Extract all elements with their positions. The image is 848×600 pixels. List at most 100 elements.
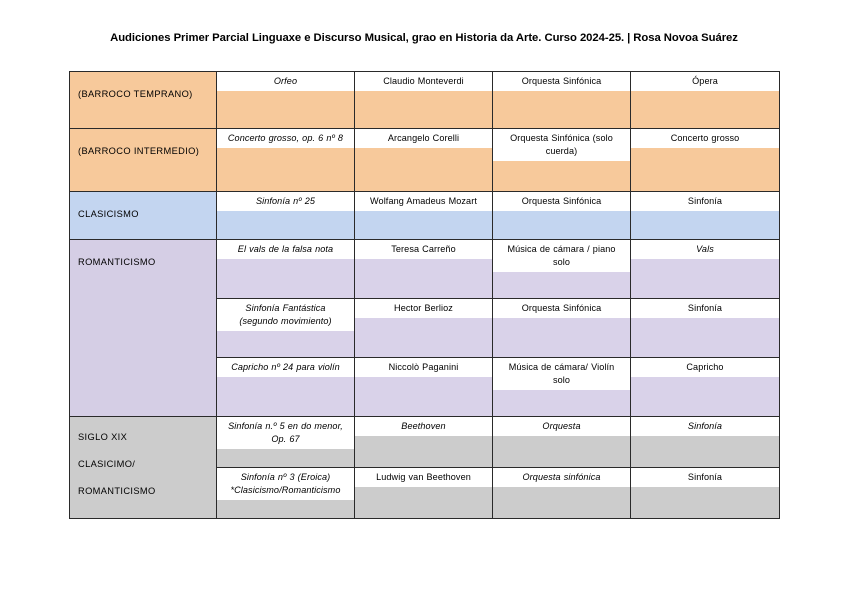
form-cell: Sinfonía	[630, 298, 780, 358]
audiciones-table: (BARROCO TEMPRANO) Orfeo Claudio Monteve…	[69, 71, 780, 519]
form-cell: Vals	[630, 239, 780, 299]
table-row: Sinfonía Fantástica(segundo movimiento) …	[70, 298, 780, 358]
ensemble-cell: Orquesta Sinfónica	[492, 71, 631, 129]
period-label: SIGLO XIX CLASICIMO/ ROMANTICISMO	[70, 417, 216, 496]
author-name: Ludwig van Beethoven	[355, 468, 492, 488]
ensemble-line-2: solo	[552, 375, 571, 386]
ensemble-cell: Música de cámara/ Violín solo	[492, 357, 631, 417]
form-cell: Capricho	[630, 357, 780, 417]
form-cell: Ópera	[630, 71, 780, 129]
work-line-1: Sinfonía n.º 5 en do menor,	[228, 421, 343, 431]
work-cell: El vals de la falsa nota	[216, 239, 355, 299]
table-row: (BARROCO TEMPRANO) Orfeo Claudio Monteve…	[69, 71, 780, 129]
period-cell-barroco-temprano: (BARROCO TEMPRANO)	[69, 71, 217, 129]
author-cell: Niccolò Paganini	[354, 357, 493, 417]
work-title: Capricho nº 24 para violín	[217, 358, 354, 378]
work-line-2: Op. 67	[271, 434, 300, 445]
work-title: Sinfonía n.º 5 en do menor, Op. 67	[217, 417, 354, 450]
period-label-line-3: ROMANTICISMO	[78, 485, 156, 496]
period-label: (BARROCO INTERMEDIO)	[78, 146, 200, 156]
period-label-line-1: SIGLO XIX	[78, 432, 128, 442]
ensemble-name: Música de cámara / piano solo	[493, 240, 630, 273]
author-name: Teresa Carreño	[355, 240, 492, 260]
form-cell: Sinfonía	[630, 467, 780, 519]
author-name: Beethoven	[355, 417, 492, 437]
work-title: El vals de la falsa nota	[217, 240, 354, 260]
work-line-2: (segundo movimiento)	[239, 316, 332, 327]
work-cell: Sinfonía n.º 5 en do menor, Op. 67	[216, 416, 355, 468]
form-name: Vals	[631, 240, 779, 260]
ensemble-name: Orquesta Sinfónica	[493, 192, 630, 212]
ensemble-line-1: Orquesta Sinfónica (solo	[510, 133, 613, 143]
work-title: Sinfonía Fantástica (segundo movimiento)	[217, 299, 354, 332]
work-line-1: Sinfonía Fantástica	[245, 303, 326, 313]
ensemble-line-2: solo	[552, 257, 571, 268]
period-label: (BARROCO TEMPRANO)	[78, 89, 193, 99]
author-cell: Hector Berlioz	[354, 298, 493, 358]
table-row: Sinfonía nº 3 (Eroica) *Clasicismo/Romant…	[70, 467, 780, 519]
period-cell-barroco-intermedio: (BARROCO INTERMEDIO)	[69, 128, 217, 192]
author-cell: Teresa Carreño	[354, 239, 493, 299]
author-cell: Wolfang Amadeus Mozart	[354, 191, 493, 240]
ensemble-name: Música de cámara/ Violín solo	[493, 358, 630, 391]
period-label-line-2: CLASICIMO/	[78, 458, 136, 469]
work-cell: Capricho nº 24 para violín	[216, 357, 355, 417]
table-row: ROMANTICISMO El vals de la falsa nota Te…	[69, 239, 780, 417]
form-cell: Sinfonía	[630, 416, 780, 468]
audiciones-table-wrapper: (BARROCO TEMPRANO) Orfeo Claudio Monteve…	[69, 71, 780, 519]
form-name: Sinfonía	[631, 468, 779, 488]
ensemble-name: Orquesta sinfónica	[493, 468, 630, 488]
form-name: Sinfonía	[631, 417, 779, 437]
ensemble-cell: Orquesta Sinfónica	[492, 191, 631, 240]
period-label: CLASICISMO	[78, 209, 139, 219]
form-name: Concerto grosso	[631, 129, 779, 149]
table-row: (BARROCO INTERMEDIO) Concerto grosso, op…	[69, 128, 780, 192]
ensemble-name: Orquesta Sinfónica	[493, 72, 630, 92]
form-name: Ópera	[631, 72, 779, 92]
work-cell: Orfeo	[216, 71, 355, 129]
author-name: Claudio Monteverdi	[355, 72, 492, 92]
ensemble-cell: Orquesta	[492, 416, 631, 468]
work-title: Sinfonía nº 3 (Eroica) *Clasicismo/Romant…	[217, 468, 354, 501]
ensemble-name: Orquesta Sinfónica	[493, 299, 630, 319]
ensemble-line-1: Música de cámara / piano	[507, 244, 616, 254]
page-title: Audiciones Primer Parcial Linguaxe e Dis…	[0, 32, 848, 44]
ensemble-cell: Música de cámara / piano solo	[492, 239, 631, 299]
page-title-main: Audiciones Primer Parcial Linguaxe e Dis…	[110, 32, 625, 44]
ensemble-name: Orquesta	[493, 417, 630, 437]
form-cell: Concerto grosso	[630, 128, 780, 192]
table-row: CLASICISMO Sinfonía nº 25 Wolfang Amadeu…	[69, 191, 780, 240]
form-name: Capricho	[631, 358, 779, 378]
work-cell: Concerto grosso, op. 6 nº 8	[216, 128, 355, 192]
work-line-2: *Clasicismo/Romanticismo	[230, 485, 341, 496]
author-name: Niccolò Paganini	[355, 358, 492, 378]
work-cell: Sinfonía Fantástica (segundo movimiento)	[216, 298, 355, 358]
work-title: Sinfonía nº 25	[217, 192, 354, 212]
page-title-author: Rosa Novoa Suárez	[633, 32, 738, 44]
form-name: Sinfonía	[631, 299, 779, 319]
title-separator: |	[627, 32, 631, 44]
work-cell: Sinfonía nº 25	[216, 191, 355, 240]
ensemble-cell: Orquesta sinfónica	[492, 467, 631, 519]
author-cell: Claudio Monteverdi	[354, 71, 493, 129]
period-label: ROMANTICISMO	[78, 257, 156, 267]
author-cell: Ludwig van Beethoven	[354, 467, 493, 519]
author-name: Arcangelo Corelli	[355, 129, 492, 149]
ensemble-line-1: Música de cámara/ Violín	[508, 362, 615, 372]
table-row: Capricho nº 24 para violín Niccolò Pagan…	[70, 357, 780, 417]
work-title: Orfeo	[217, 72, 354, 92]
work-cell: Sinfonía nº 3 (Eroica) *Clasicismo/Romant…	[216, 467, 355, 519]
form-name: Sinfonía	[631, 192, 779, 212]
form-cell: Sinfonía	[630, 191, 780, 240]
author-cell: Beethoven	[354, 416, 493, 468]
author-name: Hector Berlioz	[355, 299, 492, 319]
work-line-1: Sinfonía nº 3 (Eroica)	[240, 472, 331, 482]
period-cell-romanticismo: ROMANTICISMO	[69, 239, 217, 417]
author-name: Wolfang Amadeus Mozart	[355, 192, 492, 212]
period-cell-clasicismo: CLASICISMO	[69, 191, 217, 240]
work-title: Concerto grosso, op. 6 nº 8	[217, 129, 354, 149]
table-row: SIGLO XIX CLASICIMO/ ROMANTICISMO Sinfon…	[69, 416, 780, 519]
